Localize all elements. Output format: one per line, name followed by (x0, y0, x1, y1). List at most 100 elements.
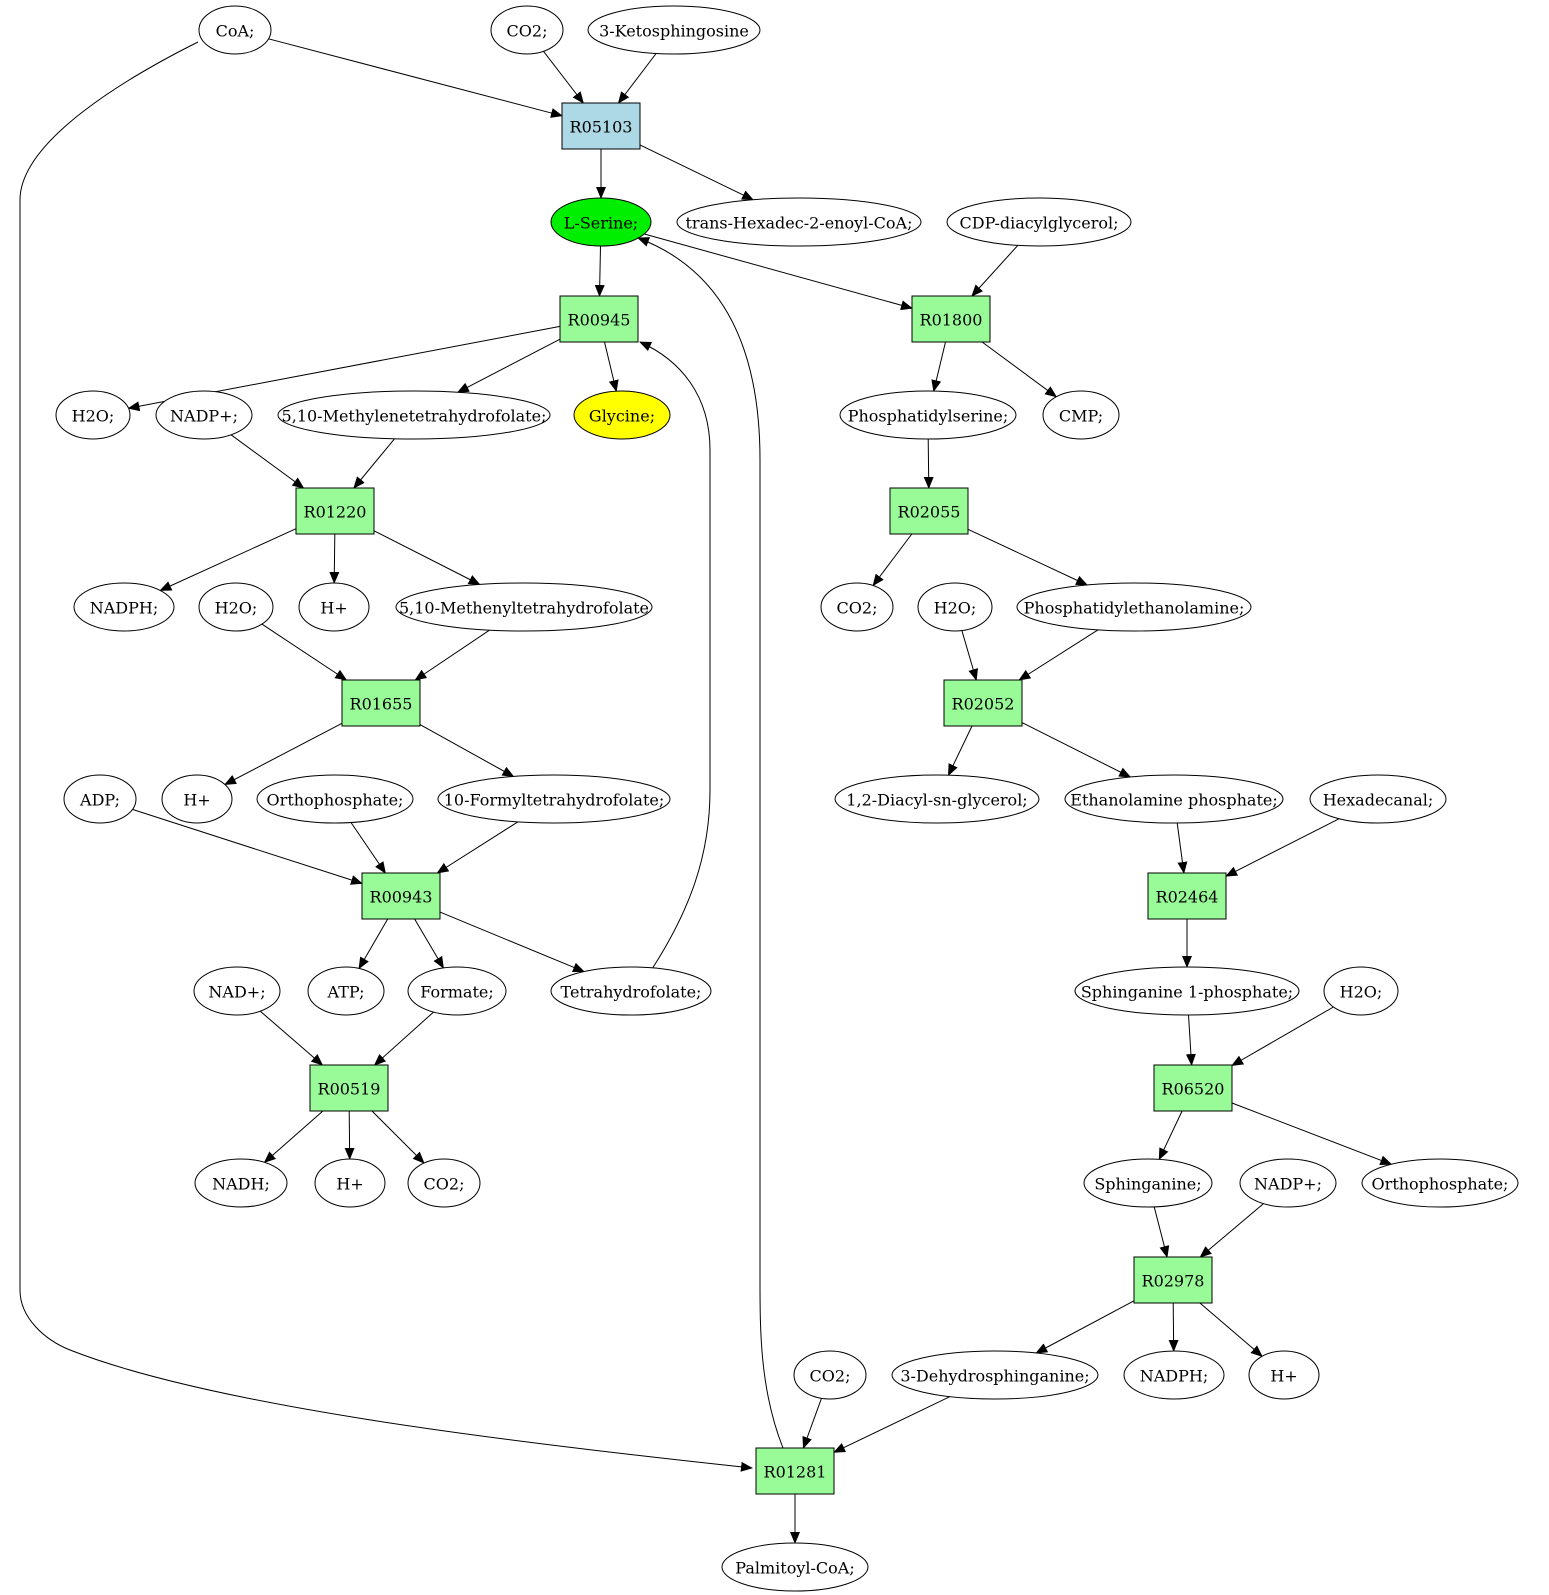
edge-r01220-to-nadph_a (159, 528, 297, 591)
metabolite-node-co2_b[interactable]: CO2; (820, 582, 894, 632)
metabolite-node-hplus_c[interactable]: H+ (314, 1158, 386, 1208)
metabolite-ellipse (307, 966, 385, 1016)
reaction-node-r01655[interactable]: R01655 (341, 679, 421, 727)
reaction-node-r00519[interactable]: R00519 (309, 1064, 389, 1112)
metabolite-node-methenyl[interactable]: 5,10-Methenyltetrahydrofolate (395, 582, 653, 632)
metabolite-label: 1,2-Diacyl-sn-glycerol; (846, 791, 1027, 810)
metabolite-node-glycine[interactable]: Glycine; (573, 390, 671, 440)
metabolite-label: NAD+; (208, 983, 265, 1002)
metabolite-label: NADPH; (90, 599, 159, 618)
metabolite-ellipse (407, 1158, 481, 1208)
metabolite-node-hplus_d[interactable]: H+ (1248, 1350, 1320, 1400)
reaction-node-r02052[interactable]: R02052 (943, 679, 1023, 727)
metabolite-node-pe[interactable]: Phosphatidylethanolamine; (1016, 582, 1252, 632)
reaction-node-r01220[interactable]: R01220 (295, 487, 375, 535)
metabolite-node-methylene[interactable]: 5,10-Methylenetetrahydrofolate; (277, 390, 551, 440)
edge-r00945-to-methylene (456, 338, 561, 393)
metabolite-label: ADP; (79, 791, 120, 810)
reaction-node-r05103[interactable]: R05103 (561, 102, 641, 150)
metabolite-label: CO2; (424, 1175, 465, 1194)
metabolite-node-h2o_a[interactable]: H2O; (55, 390, 131, 440)
metabolite-label: Phosphatidylserine; (848, 407, 1009, 426)
metabolite-ellipse (194, 1158, 288, 1208)
metabolite-ellipse (161, 774, 233, 824)
reaction-node-r00945[interactable]: R00945 (559, 295, 639, 343)
metabolite-node-adp[interactable]: ADP; (63, 774, 137, 824)
reaction-label: R02978 (1142, 1272, 1205, 1291)
metabolite-node-formate[interactable]: Formate; (407, 966, 507, 1016)
edge-r01800-to-cmp (981, 341, 1058, 398)
reaction-label: R02055 (898, 503, 961, 522)
metabolite-node-co2_c[interactable]: CO2; (407, 1158, 481, 1208)
metabolite-node-h2o_c[interactable]: H2O; (917, 582, 993, 632)
reaction-node-r02055[interactable]: R02055 (889, 487, 969, 535)
reaction-node-r01800[interactable]: R01800 (911, 295, 991, 343)
metabolite-node-sa1p[interactable]: Sphinganine 1-phosphate; (1074, 966, 1300, 1016)
metabolite-node-serine[interactable]: L-Serine; (550, 197, 652, 247)
metabolite-node-hexadecanal[interactable]: Hexadecanal; (1309, 774, 1447, 824)
metabolite-node-formylthf[interactable]: 10-Formyltetrahydrofolate; (437, 774, 671, 824)
metabolite-ellipse (820, 582, 894, 632)
metabolite-ellipse (73, 582, 175, 632)
metabolite-label: Orthophosphate; (1372, 1175, 1509, 1194)
edge-thf-to-r00945 (639, 341, 711, 970)
metabolite-node-etnp[interactable]: Ethanolamine phosphate; (1064, 774, 1284, 824)
metabolite-node-hplus_b[interactable]: H+ (161, 774, 233, 824)
metabolite-node-ortho_b[interactable]: Orthophosphate; (1361, 1158, 1519, 1208)
metabolite-node-nadph_a[interactable]: NADPH; (73, 582, 175, 632)
reaction-node-r00943[interactable]: R00943 (361, 872, 441, 920)
metabolite-ellipse (198, 5, 272, 55)
metabolite-node-nadh[interactable]: NADH; (194, 1158, 288, 1208)
reaction-node-r06520[interactable]: R06520 (1153, 1064, 1233, 1112)
metabolite-node-nad[interactable]: NAD+; (193, 966, 281, 1016)
metabolite-ellipse (1239, 1158, 1337, 1208)
metabolite-node-cdpdag[interactable]: CDP-diacylglycerol; (946, 197, 1132, 247)
edge-r00943-to-thf (439, 911, 585, 973)
metabolite-label: 5,10-Methylenetetrahydrofolate; (282, 407, 547, 426)
metabolite-node-co2_a[interactable]: CO2; (490, 5, 564, 55)
metabolite-node-transhex[interactable]: trans-Hexadec-2-enoyl-CoA; (676, 197, 922, 247)
metabolite-label: NADP+; (170, 407, 238, 426)
metabolite-node-co2_d[interactable]: CO2; (793, 1350, 867, 1400)
metabolite-node-nadp_b[interactable]: NADP+; (1239, 1158, 1337, 1208)
edge-r02052-to-etnp (1021, 722, 1132, 778)
metabolite-node-ketosph[interactable]: 3-Ketosphingosine (587, 5, 761, 55)
metabolite-node-h2o_b[interactable]: H2O; (198, 582, 274, 632)
metabolite-node-atp[interactable]: ATP; (307, 966, 385, 1016)
edge-r01220-to-methenyl (373, 530, 481, 585)
metabolite-ellipse (839, 390, 1017, 440)
metabolite-label: Sphinganine; (1094, 1175, 1201, 1194)
metabolite-ellipse (155, 390, 253, 440)
metabolite-label: H+ (183, 791, 210, 810)
reaction-node-r02978[interactable]: R02978 (1133, 1256, 1213, 1304)
metabolite-ellipse (314, 1158, 386, 1208)
metabolite-node-ortho_a[interactable]: Orthophosphate; (256, 774, 414, 824)
metabolite-node-nadph_b[interactable]: NADPH; (1123, 1350, 1225, 1400)
metabolite-node-h2o_d[interactable]: H2O; (1323, 966, 1399, 1016)
metabolite-label: H2O; (215, 599, 258, 618)
reaction-node-r02464[interactable]: R02464 (1147, 872, 1227, 920)
metabolite-ellipse (1016, 582, 1252, 632)
metabolite-node-cmp[interactable]: CMP; (1042, 390, 1120, 440)
edge-adp-to-r00943 (132, 808, 363, 885)
edge-r01655-to-hplus_b (224, 722, 343, 785)
metabolite-node-pser[interactable]: Phosphatidylserine; (839, 390, 1017, 440)
metabolite-label: H+ (336, 1175, 363, 1194)
metabolite-node-dag[interactable]: 1,2-Diacyl-sn-glycerol; (834, 774, 1040, 824)
edge-ortho_a-to-r00943 (350, 822, 386, 874)
metabolite-node-hplus_a[interactable]: H+ (298, 582, 370, 632)
metabolite-node-palmitoyl[interactable]: Palmitoyl-CoA; (721, 1542, 869, 1592)
metabolite-node-thf[interactable]: Tetrahydrofolate; (550, 966, 712, 1016)
metabolite-label: NADP+; (1254, 1175, 1322, 1194)
edge-pser-to-r02055 (923, 438, 934, 489)
metabolite-ellipse (193, 966, 281, 1016)
reaction-box (911, 295, 991, 343)
metabolite-label: Formate; (420, 983, 494, 1002)
metabolite-label: Palmitoyl-CoA; (735, 1559, 854, 1578)
metabolite-node-sphinganine[interactable]: Sphinganine; (1083, 1158, 1213, 1208)
metabolite-node-nadp_a[interactable]: NADP+; (155, 390, 253, 440)
reaction-node-r01281[interactable]: R01281 (755, 1447, 835, 1495)
metabolite-node-dehydrosph[interactable]: 3-Dehydrosphinganine; (891, 1350, 1099, 1400)
metabolite-node-coa[interactable]: CoA; (198, 5, 272, 55)
